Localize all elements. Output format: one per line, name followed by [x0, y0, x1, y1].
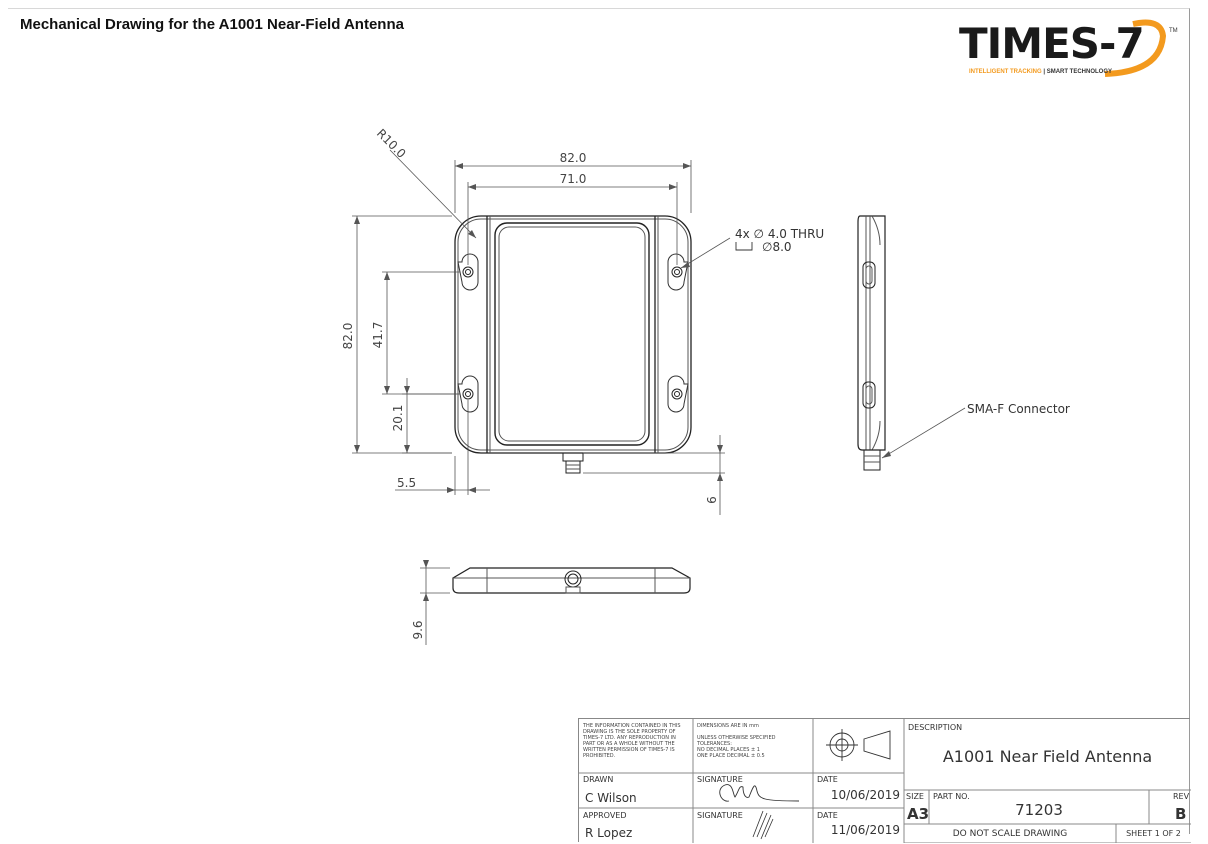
mounting-hole-bottom-left — [457, 375, 479, 413]
size-value: A3 — [907, 805, 930, 823]
housing-inner-edge — [457, 218, 689, 451]
dim-hole-pitch: 41.7 — [371, 322, 385, 349]
drawn-signature — [719, 784, 800, 802]
dim-width-overall: 82.0 — [560, 151, 587, 165]
tolerance-notes: DIMENSIONS ARE IN mm UNLESS OTHERWISE SP… — [697, 723, 776, 759]
rev-value: B — [1175, 805, 1187, 823]
side-view — [857, 215, 886, 471]
dim-hole-offset: 20.1 — [391, 405, 405, 432]
antenna-panel — [494, 222, 650, 446]
dim-edge-offset: 5.5 — [397, 476, 416, 490]
logo-tagline-separator: | — [1041, 69, 1047, 75]
sheet-number: SHEET 1 OF 2 — [1126, 829, 1181, 838]
logo-wordmark: TIMES-7 — [959, 19, 1145, 68]
approved-date-label: DATE — [817, 811, 838, 820]
dim-connector-offset: 6 — [705, 496, 719, 504]
dim-width-holes: 71.0 — [560, 172, 587, 186]
drawn-date-label: DATE — [817, 775, 838, 784]
size-label: SIZE — [906, 792, 924, 801]
drawn-by: C Wilson — [585, 791, 637, 805]
side-connector — [863, 449, 881, 471]
approved-signature — [752, 810, 774, 840]
dim-corner-radius: R10.0 — [374, 126, 409, 161]
hole-callout-counterbore: ∅8.0 — [762, 240, 792, 254]
part-no-value: 71203 — [1015, 801, 1063, 819]
counterbore-icon — [735, 242, 753, 251]
approved-by: R Lopez — [585, 826, 633, 840]
part-no-label: PART NO. — [933, 792, 970, 801]
approved-date: 11/06/2019 — [830, 823, 900, 837]
drawn-date: 10/06/2019 — [830, 788, 900, 802]
mounting-hole-bottom-right — [667, 375, 689, 413]
dim-thickness: 9.6 — [411, 620, 425, 639]
approved-signature-label: SIGNATURE — [697, 811, 743, 820]
antenna-panel-inner — [498, 226, 646, 442]
title-block: THE INFORMATION CONTAINED IN THIS DRAWIN… — [578, 718, 1191, 843]
description-label: DESCRIPTION — [908, 723, 963, 732]
mounting-hole-top-right — [667, 253, 689, 291]
bottom-view — [452, 567, 691, 594]
logo-tagline-part-b: SMART TECHNOLOGY — [1046, 69, 1113, 75]
ownership-notice: THE INFORMATION CONTAINED IN THIS DRAWIN… — [583, 723, 681, 759]
times7-logo: TIMES-7 TM INTELLIGENT TRACKING | SMART … — [955, 14, 1185, 84]
connector-callout: SMA-F Connector — [967, 402, 1070, 416]
hole-callout-thru: 4x ∅ 4.0 THRU — [735, 227, 824, 241]
front-dimension-lines — [352, 149, 731, 515]
projection-symbol-icon — [826, 729, 891, 761]
logo-trademark: TM — [1169, 28, 1178, 34]
title-block-grid — [579, 719, 1191, 843]
mounting-hole-top-left — [457, 253, 479, 291]
approved-label: APPROVED — [583, 811, 627, 820]
front-connector-base — [562, 452, 584, 462]
drawing-frame — [8, 8, 1190, 834]
page-title: Mechanical Drawing for the A1001 Near-Fi… — [20, 16, 404, 33]
rev-label: REV — [1173, 792, 1190, 801]
drawn-signature-label: SIGNATURE — [697, 775, 743, 784]
scale-note: DO NOT SCALE DRAWING — [952, 829, 1068, 839]
description-value: A1001 Near Field Antenna — [942, 747, 1153, 766]
drawn-label: DRAWN — [583, 775, 614, 784]
logo-tagline-part-a: INTELLIGENT TRACKING — [969, 69, 1042, 75]
dimension-arrows — [354, 163, 723, 493]
front-view — [454, 215, 692, 474]
logo-swoosh-icon — [1104, 19, 1167, 77]
dim-height-overall: 82.0 — [341, 323, 355, 350]
logo-tagline: INTELLIGENT TRACKING | SMART TECHNOLOGY — [969, 69, 1112, 75]
connector-leader — [881, 407, 966, 459]
front-connector-body — [565, 460, 581, 474]
bottom-dimension-lines — [420, 560, 450, 645]
